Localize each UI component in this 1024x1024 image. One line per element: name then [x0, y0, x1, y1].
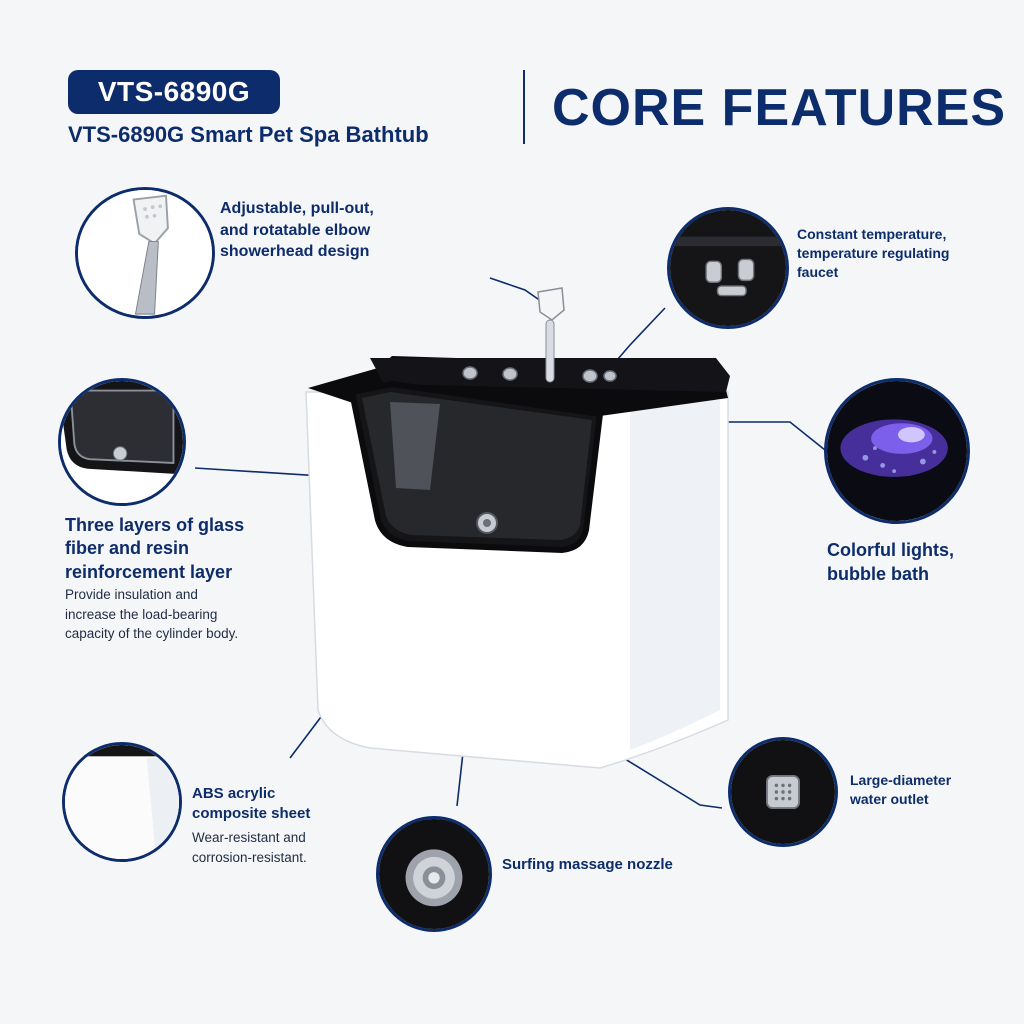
glass-fiber-label: Three layers of glass fiber and resin re…: [65, 514, 244, 584]
faucet-label: Constant temperature, temperature regula…: [797, 225, 949, 282]
nozzle-label: Surfing massage nozzle: [502, 856, 673, 873]
faucet-label-line: Constant temperature,: [797, 226, 947, 242]
outlet-photo: [728, 737, 838, 847]
nozzle-photo: [376, 816, 492, 932]
outlet-label: Large-diameter water outlet: [850, 771, 951, 809]
product-subtitle: VTS-6890G Smart Pet Spa Bathtub: [68, 122, 429, 147]
lights-label-line: Colorful lights,: [827, 540, 954, 560]
abs-desc-line: corrosion-resistant.: [192, 849, 307, 865]
header-divider: [523, 70, 525, 144]
glass-fiber-photo: [58, 378, 186, 506]
glass-fiber-label-line: reinforcement layer: [65, 561, 233, 582]
faucet-label-line: faucet: [797, 263, 839, 280]
glass-fiber-desc-line: capacity of the cylinder body.: [65, 626, 239, 642]
faucet-photo: [667, 207, 789, 329]
abs-label-line: ABS acrylic: [192, 785, 276, 802]
showerhead-label-line: Adjustable, pull-out,: [220, 200, 374, 217]
glass-fiber-description: Provide insulation and increase the load…: [65, 585, 238, 644]
showerhead-label: Adjustable, pull-out, and rotatable elbo…: [220, 198, 374, 263]
bathtub-image: [305, 287, 730, 769]
lights-photo: [824, 378, 970, 524]
showerhead-label-line: and rotatable elbow: [220, 221, 371, 239]
page-title: CORE FEATURES: [552, 79, 1007, 137]
abs-label-line: composite sheet: [192, 805, 311, 823]
abs-description: Wear-resistant and corrosion-resistant.: [192, 828, 307, 867]
model-badge: VTS-6890G: [68, 70, 280, 114]
lights-label-line: bubble bath: [827, 564, 929, 585]
glass-fiber-desc-line: increase the load-bearing: [65, 606, 218, 622]
showerhead-photo: [75, 187, 215, 319]
faucet-label-line: temperature regulating: [797, 244, 950, 261]
outlet-label-line: Large-diameter: [850, 772, 952, 788]
showerhead-label-line: showerhead design: [220, 243, 370, 261]
abs-label: ABS acrylic composite sheet: [192, 784, 310, 825]
glass-fiber-label-line: fiber and resin: [65, 538, 190, 559]
glass-fiber-label-line: Three layers of glass: [65, 515, 245, 535]
abs-desc-line: Wear-resistant and: [192, 830, 306, 845]
lights-label: Colorful lights, bubble bath: [827, 538, 954, 587]
outlet-label-line: water outlet: [850, 790, 929, 807]
abs-sheet-photo: [62, 742, 182, 862]
glass-fiber-desc-line: Provide insulation and: [65, 587, 198, 602]
